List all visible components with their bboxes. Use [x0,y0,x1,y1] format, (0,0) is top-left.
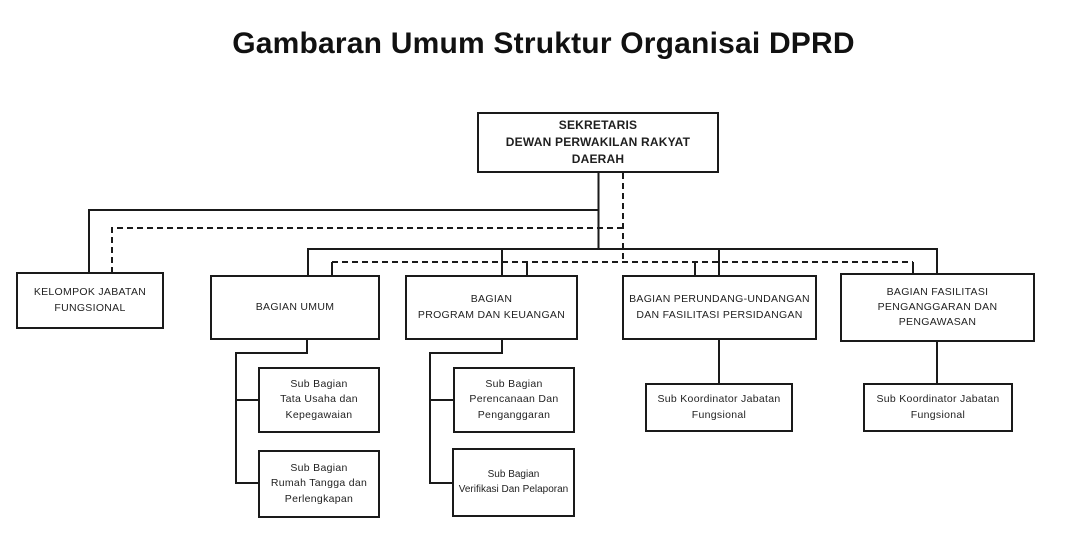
node-sub-bagian-perencanaan: Sub Bagian Perencanaan Dan Penganggaran [453,367,575,433]
node-sekretaris-dprd: SEKRETARIS DEWAN PERWAKILAN RAKYAT DAERA… [477,112,719,173]
node-sub-bagian-tata-usaha: Sub Bagian Tata Usaha dan Kepegawaian [258,367,380,433]
node-sub-bagian-verifikasi: Sub Bagian Verifikasi Dan Pelaporan [452,448,575,517]
dashed-connectors [111,173,913,274]
node-bagian-program-dan-keuangan: BAGIAN PROGRAM DAN KEUANGAN [405,275,578,340]
node-sub-bagian-rumah-tangga: Sub Bagian Rumah Tangga dan Perlengkapan [258,450,380,518]
diagram-title: Gambaran Umum Struktur Organisai DPRD [232,27,855,60]
node-bagian-umum: BAGIAN UMUM [210,275,380,340]
node-kelompok-jabatan-fungsional: KELOMPOK JABATAN FUNGSIONAL [16,272,164,329]
node-sub-koordinator-fasilitasi: Sub Koordinator Jabatan Fungsional [863,383,1013,432]
node-bagian-perundang-undangan: BAGIAN PERUNDANG-UNDANGAN DAN FASILITASI… [622,275,817,340]
node-sub-koordinator-perundang: Sub Koordinator Jabatan Fungsional [645,383,793,432]
node-bagian-fasilitasi-penganggaran: BAGIAN FASILITASI PENGANGGARAN DAN PENGA… [840,273,1035,342]
